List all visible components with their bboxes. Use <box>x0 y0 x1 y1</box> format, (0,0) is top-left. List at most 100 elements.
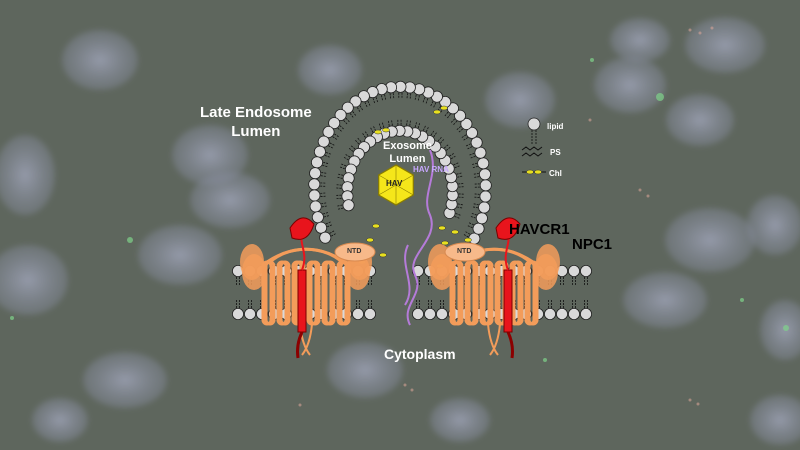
lipid-head <box>411 307 424 320</box>
lipid-head <box>363 307 376 320</box>
cholesterol <box>374 129 382 135</box>
lipid-head <box>319 231 332 244</box>
lipid-head <box>435 307 448 320</box>
cholesterol <box>440 105 448 111</box>
lipid-head <box>580 307 593 320</box>
cholesterol <box>464 237 472 243</box>
late-endosome-lumen-label: Late Endosome Lumen <box>200 103 312 141</box>
npc1-helix <box>321 260 333 326</box>
havcr1-igv-domain <box>289 217 315 240</box>
hav-rna-strand <box>404 244 411 306</box>
cytoplasm-label: Cytoplasm <box>384 346 456 362</box>
npc1-tail <box>301 323 313 356</box>
npc1-protein <box>428 244 558 356</box>
lipid-head <box>341 101 354 114</box>
legend-glyphs <box>521 117 546 175</box>
npc1-helix <box>512 260 524 326</box>
havcr1-igv-domain <box>495 217 521 240</box>
havcr1-tm <box>297 269 307 333</box>
ntd-left-label: NTD <box>347 248 362 255</box>
lipid-head <box>479 190 492 203</box>
ntd-right-shape <box>444 242 486 262</box>
lipid-head <box>470 136 483 149</box>
cholesterol <box>438 225 446 231</box>
lipid-head <box>460 117 473 130</box>
lipid-head <box>342 199 355 212</box>
npc1-helix <box>276 260 288 326</box>
lipid-head <box>308 189 321 202</box>
legend-chl-glyph <box>534 169 542 175</box>
ntd-right-label: NTD <box>457 248 472 255</box>
hav-capsid-facet <box>378 174 397 186</box>
legend-ps-glyph <box>521 152 543 157</box>
legend-lipid-head <box>527 117 541 131</box>
lipid-head <box>311 156 324 169</box>
cholesterol <box>451 229 459 235</box>
lipid-head <box>308 178 321 191</box>
npc1-domain <box>534 254 558 290</box>
legend-ps-text: PS <box>550 148 561 157</box>
lipid-head <box>317 135 330 148</box>
lipid-head <box>478 201 491 214</box>
npc1-tail <box>489 323 501 356</box>
lipid-head <box>311 211 324 224</box>
cholesterol <box>382 127 390 133</box>
lipid-head <box>328 117 341 130</box>
lipid-head <box>322 125 335 138</box>
ntd-left-shape <box>334 242 376 262</box>
npc1-label: NPC1 <box>572 236 613 253</box>
lipid-head <box>479 168 492 181</box>
npc1-domain <box>242 254 266 290</box>
lipid-head <box>231 307 244 320</box>
npc1-tail <box>487 323 499 356</box>
legend-lipid-text: lipid <box>547 122 564 131</box>
lipid-head <box>556 307 569 320</box>
hav-capsid-facet <box>378 184 397 196</box>
hav-rna-strand <box>406 149 434 326</box>
lipid-head <box>309 200 322 213</box>
lipid-head <box>309 167 322 180</box>
havcr1-protein <box>495 217 521 359</box>
lipid-head <box>351 307 364 320</box>
late-endosome-line2: Lumen <box>231 123 281 140</box>
lipid-head <box>477 157 490 170</box>
hav-label: HAV <box>386 179 403 188</box>
havcr1-tail <box>296 331 304 359</box>
exosome-line2: Lumen <box>389 153 426 165</box>
lipid-head <box>580 264 593 277</box>
havcr1-tm <box>503 269 513 333</box>
legend-chl-glyph <box>526 169 534 175</box>
exosome-lumen-label: Exosome Lumen <box>383 140 432 166</box>
lipid-head <box>243 307 256 320</box>
npc1-helix <box>467 260 479 326</box>
cholesterol <box>372 223 380 229</box>
lipid-head <box>475 212 488 225</box>
lipid-head <box>568 307 581 320</box>
npc1-loop <box>266 247 343 264</box>
lipid-head <box>465 126 478 139</box>
legend-chl-text: Chl <box>549 169 562 178</box>
lipid-head <box>479 179 492 192</box>
havcr1-protein <box>289 217 315 359</box>
hav-capsid-facet <box>395 184 414 196</box>
late-endosome-line1: Late Endosome <box>200 104 312 121</box>
cholesterol <box>441 240 449 246</box>
havcr1-tail <box>506 331 514 359</box>
cholesterol <box>379 252 387 258</box>
npc1-protein <box>242 244 372 356</box>
cholesterol <box>366 237 374 243</box>
exosome-line1: Exosome <box>383 140 432 152</box>
lipid-head <box>568 264 581 277</box>
lipid-head <box>472 222 485 235</box>
lipid-head <box>313 145 326 158</box>
lipid-head <box>454 109 467 122</box>
lipid-head <box>544 307 557 320</box>
hav-rna-label: HAV RNA <box>413 165 449 174</box>
legend-ps-glyph <box>521 146 543 151</box>
lipid-head <box>334 108 347 121</box>
havcr1-label: HAVCR1 <box>509 221 570 238</box>
lipid-head <box>423 307 436 320</box>
